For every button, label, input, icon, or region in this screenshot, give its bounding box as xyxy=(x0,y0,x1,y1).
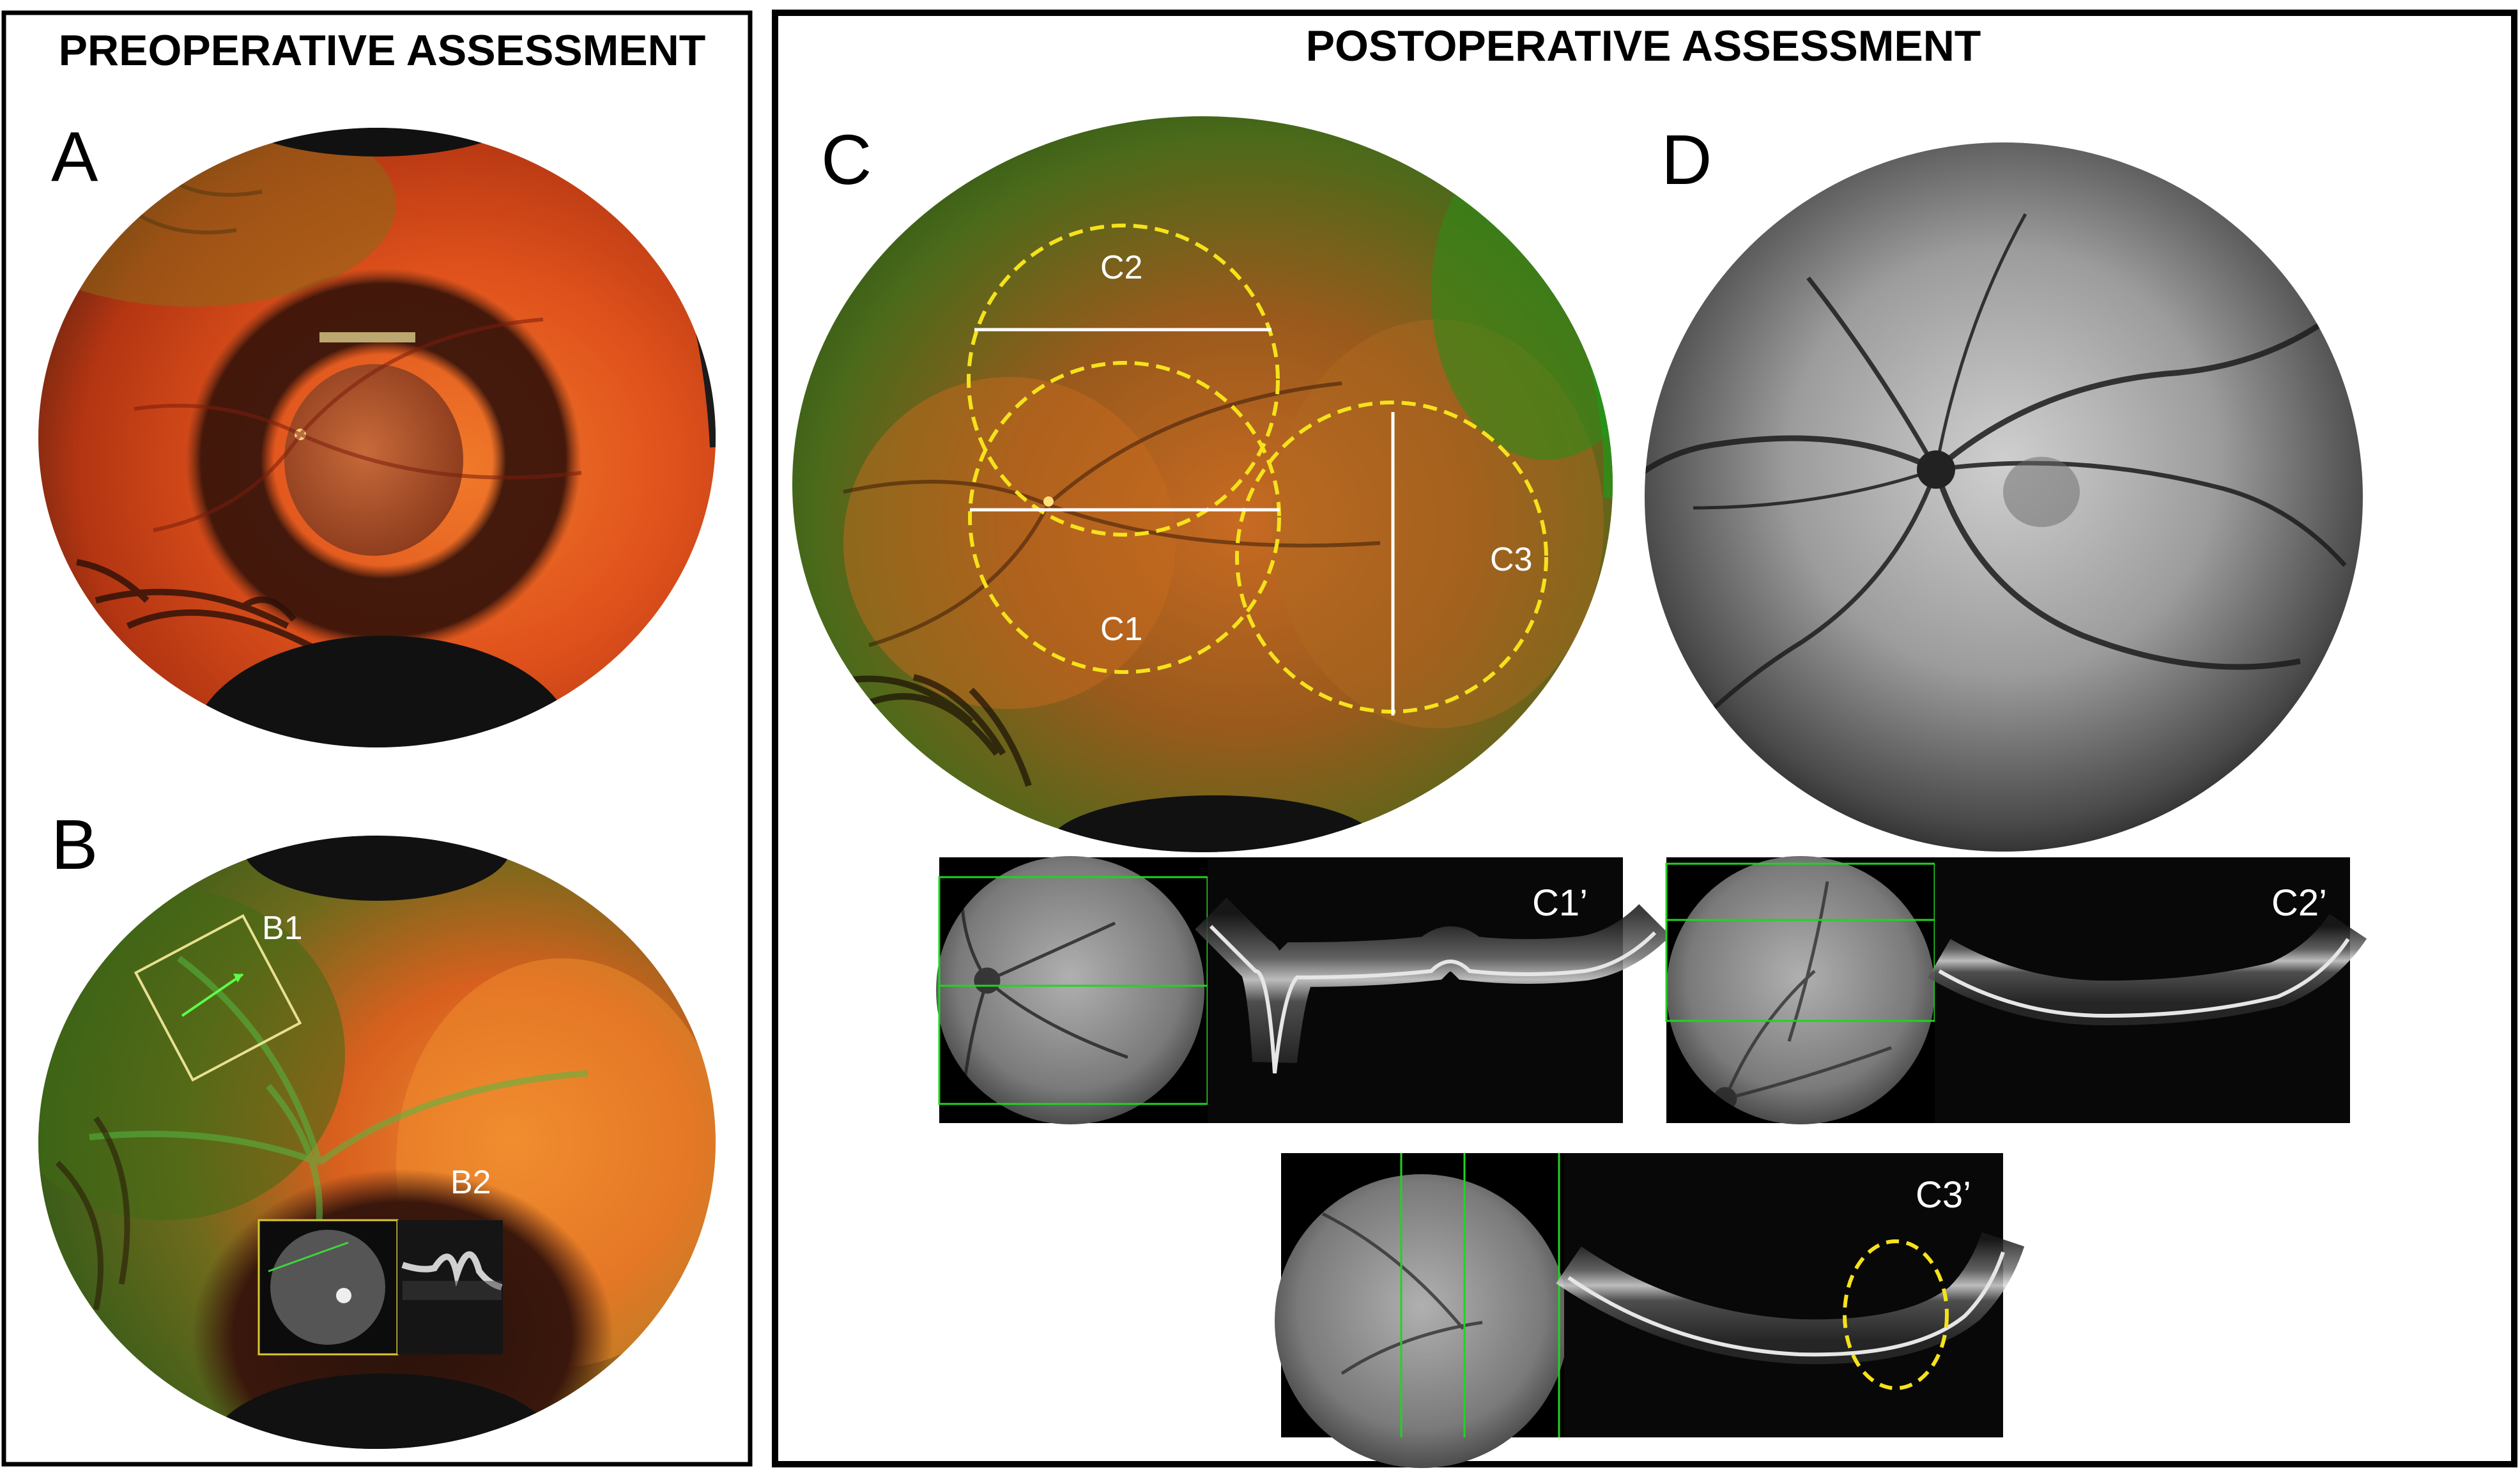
c3-lesion-dashed-ellipse xyxy=(1843,1239,1949,1390)
label-b2: B2 xyxy=(450,1164,491,1201)
label-b1: B1 xyxy=(262,910,303,947)
c2-dashed-circle xyxy=(967,224,1280,537)
label-a: A xyxy=(51,118,98,196)
oct-scan-c2 xyxy=(1665,856,2367,1124)
label-b: B xyxy=(51,806,98,884)
postoperative-frame xyxy=(772,10,2517,1467)
oct-scan-c3 xyxy=(1275,1153,2025,1468)
fundus-image-c xyxy=(792,116,1613,852)
label-d: D xyxy=(1661,121,1712,199)
label-c2: C2 xyxy=(1100,249,1142,286)
label-c2-prime: C2’ xyxy=(2271,882,2327,924)
b2-inset xyxy=(257,1219,503,1356)
fundus-image-b xyxy=(38,836,716,1449)
oct-scan-c1 xyxy=(936,856,1671,1124)
postoperative-heading: POSTOPERATIVE ASSESSMENT xyxy=(1306,22,1981,70)
label-c3: C3 xyxy=(1490,541,1532,578)
fundus-image-d xyxy=(1645,142,2363,852)
c1-dashed-circle xyxy=(968,361,1281,674)
b1-region-box xyxy=(134,914,302,1082)
label-c3-prime: C3’ xyxy=(1916,1174,1971,1216)
preoperative-heading: PREOPERATIVE ASSESSMENT xyxy=(59,26,706,75)
label-c: C xyxy=(821,121,872,199)
fundus-image-a xyxy=(38,128,716,747)
label-c1-prime: C1’ xyxy=(1532,882,1588,924)
label-c1: C1 xyxy=(1100,611,1142,648)
preoperative-frame xyxy=(1,10,753,1467)
